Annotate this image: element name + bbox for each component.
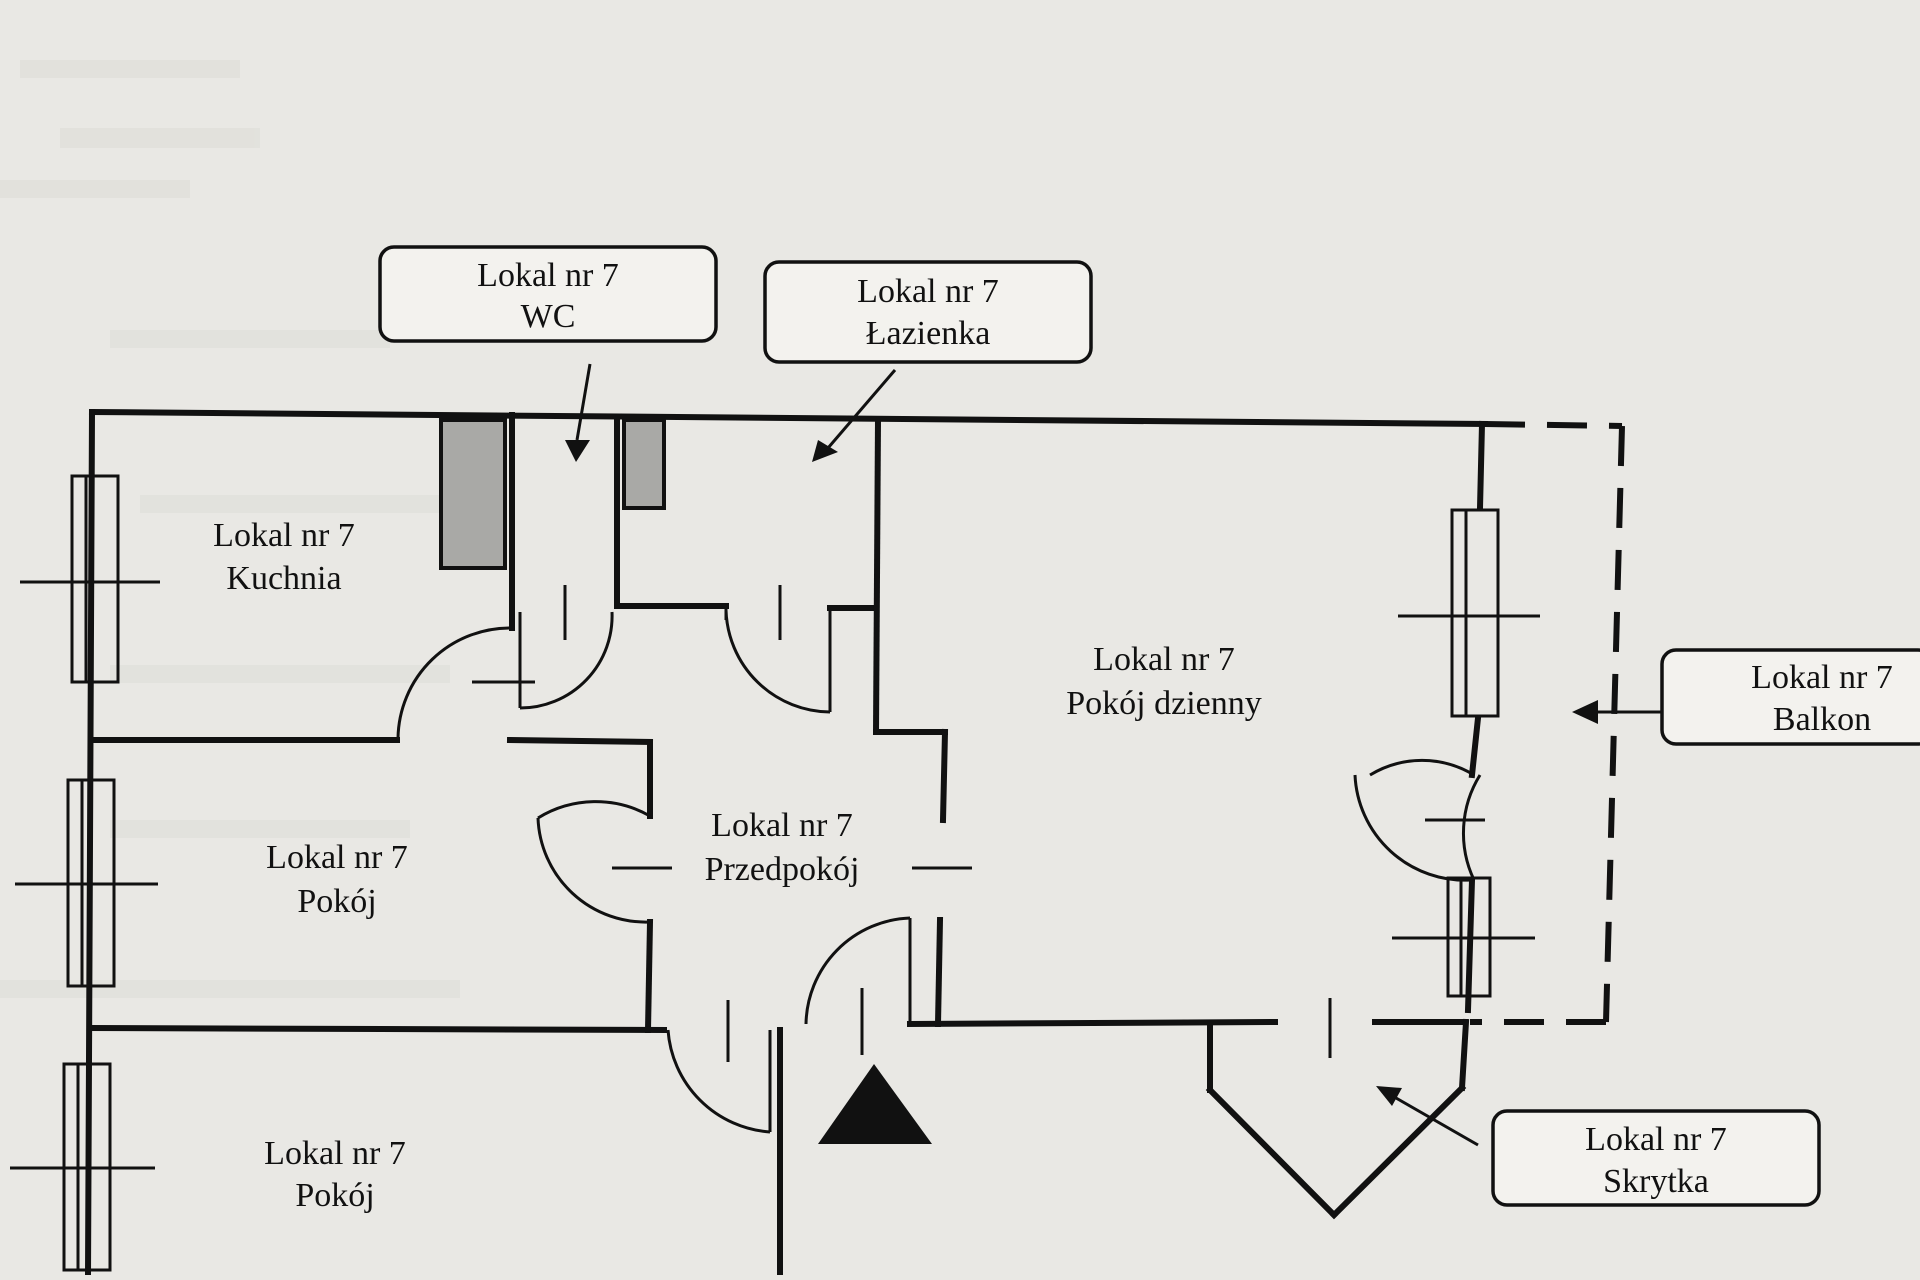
doors	[396, 585, 1485, 1134]
callout-skrytka-line2: Skrytka	[1603, 1163, 1709, 1200]
callout-wc-arrow	[575, 363, 592, 441]
windows	[10, 474, 1540, 1272]
callout-lazienka-arrow	[826, 369, 897, 449]
balcony-outline	[1470, 421, 1625, 1025]
callout-lazienka: Lokal nr 7 Łazienka	[763, 260, 1093, 462]
callout-balkon-line2: Balkon	[1773, 701, 1871, 738]
room-pokoj-1-line2: Pokój	[297, 883, 376, 920]
callout-wc: Lokal nr 7 WC	[378, 245, 718, 462]
callout-lazienka-line2: Łazienka	[866, 315, 991, 352]
room-kuchnia-line1: Lokal nr 7	[213, 517, 355, 554]
window-living-upper	[1450, 508, 1500, 718]
room-dzienny-line2: Pokój dzienny	[1066, 685, 1261, 722]
room-pokoj-2-line1: Lokal nr 7	[264, 1135, 406, 1172]
room-pokoj-1-line1: Lokal nr 7	[266, 839, 408, 876]
bleed-through	[0, 60, 460, 998]
callout-wc-line1: Lokal nr 7	[477, 257, 619, 294]
ventilation-shaft-right	[622, 418, 666, 510]
room-przedpokoj-line1: Lokal nr 7	[711, 807, 853, 844]
room-dzienny-line1: Lokal nr 7	[1093, 641, 1235, 678]
window-kitchen	[70, 474, 120, 684]
entrance-triangle	[818, 1064, 932, 1144]
room-kuchnia-line2: Kuchnia	[226, 560, 341, 597]
callout-balkon-line1: Lokal nr 7	[1751, 659, 1893, 696]
callout-skrytka-arrow	[1395, 1096, 1479, 1147]
callout-skrytka-line1: Lokal nr 7	[1585, 1121, 1727, 1158]
room-pokoj-2-line2: Pokój	[295, 1177, 374, 1214]
callout-balkon: Lokal nr 7 Balkon	[1572, 648, 1920, 746]
callout-skrytka: Lokal nr 7 Skrytka	[1376, 1086, 1821, 1207]
room-przedpokoj-line2: Przedpokój	[705, 851, 860, 888]
callout-lazienka-line1: Lokal nr 7	[857, 273, 999, 310]
callout-wc-line2: WC	[521, 298, 576, 335]
walls	[84, 408, 1489, 1279]
ventilation-shaft-left	[439, 418, 507, 570]
